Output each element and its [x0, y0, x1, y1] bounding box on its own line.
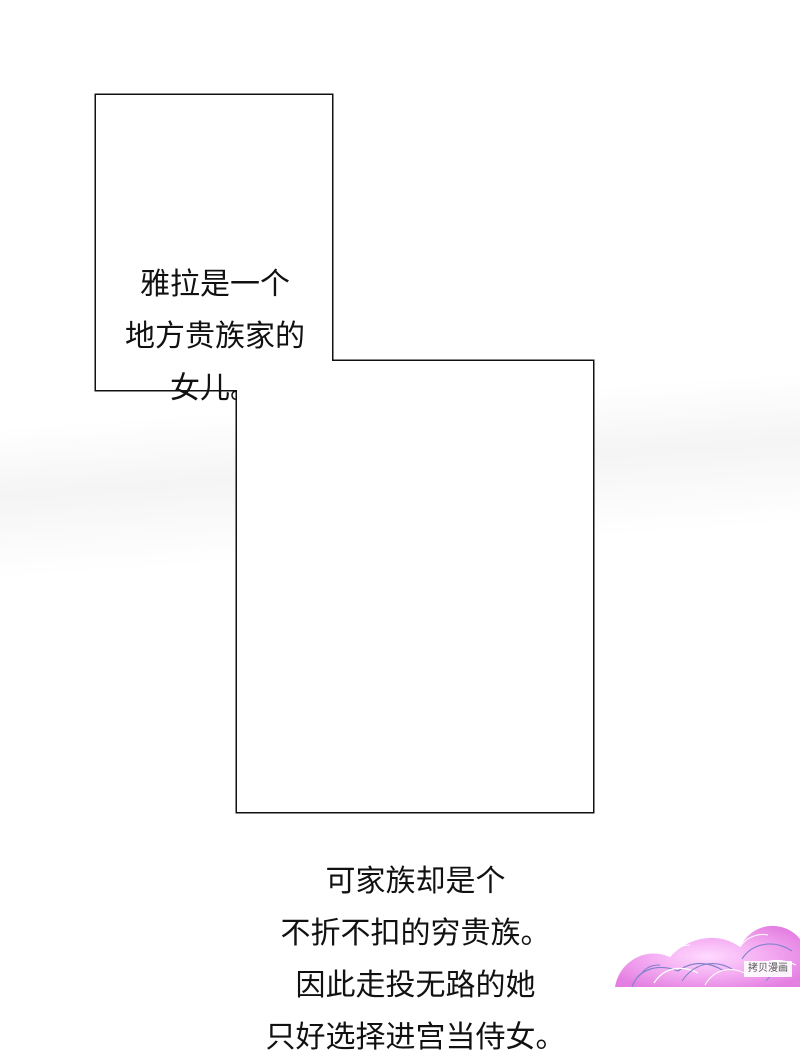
- caption-text-2: 可家族却是个 不折不扣的穷贵族。 因此走投无路的她 只好选择进宫当侍女。: [265, 864, 566, 1055]
- watermark-label: 拷贝漫画: [744, 961, 792, 977]
- caption-box-1: 雅拉是一个 地方贵族家的 女儿。: [96, 95, 332, 406]
- caption-box-2: 可家族却是个 不折不扣的穷贵族。 因此走投无路的她 只好选择进宫当侍女。: [237, 361, 593, 1055]
